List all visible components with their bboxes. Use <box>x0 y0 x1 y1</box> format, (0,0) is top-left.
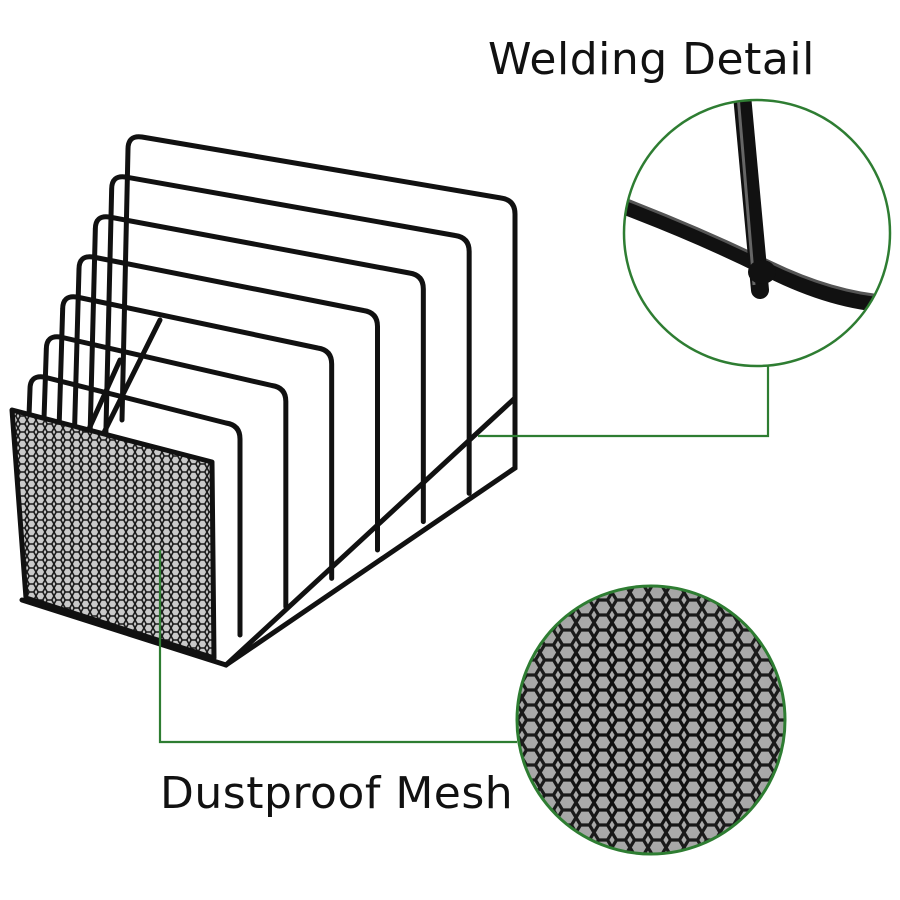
welding-detail-zoom <box>622 98 892 368</box>
welding-detail-label: Welding Detail <box>488 34 815 85</box>
wire-slot-frame <box>37 334 289 610</box>
wire-slot-frame <box>103 174 472 496</box>
wire-slot-frame <box>119 134 518 468</box>
wire-slot-frame <box>86 214 426 525</box>
wire-slot-frame <box>54 294 335 581</box>
wire-slot-frame <box>70 254 380 553</box>
dustproof-mesh-label: Dustproof Mesh <box>160 768 514 819</box>
wire-slots <box>21 134 518 638</box>
callout-lines <box>158 366 770 744</box>
mesh-detail-zoom <box>515 584 787 856</box>
front-mesh-panel <box>9 407 217 661</box>
wire-slot-frame <box>21 374 243 638</box>
